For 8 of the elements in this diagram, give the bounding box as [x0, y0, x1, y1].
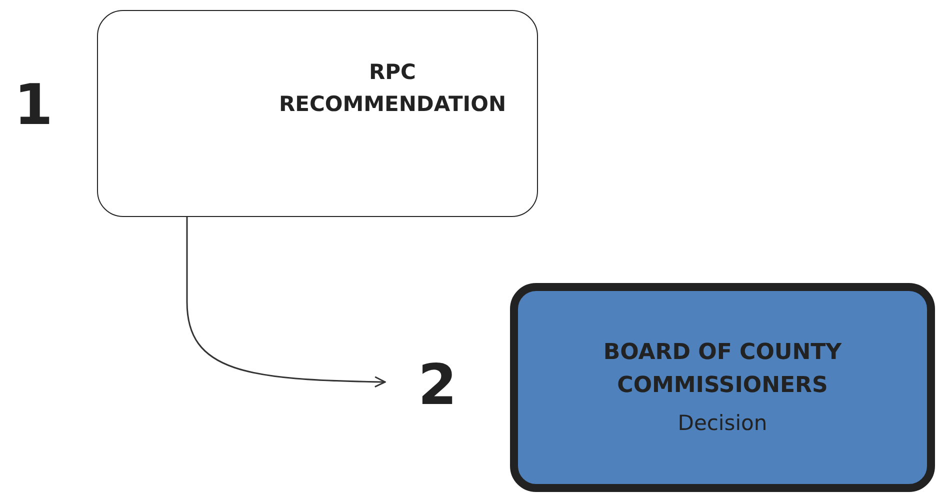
arrow: [186, 217, 386, 388]
box-title: RPC RECOMMENDATION: [278, 59, 508, 118]
step-number: 2: [418, 358, 457, 414]
process-box: [97, 10, 538, 217]
step-number: 1: [14, 78, 53, 134]
box-subtitle: Decision: [678, 410, 768, 437]
decision-box: [510, 283, 935, 492]
box-title: BOARD OF COUNTY COMMISSIONERS: [602, 338, 843, 400]
